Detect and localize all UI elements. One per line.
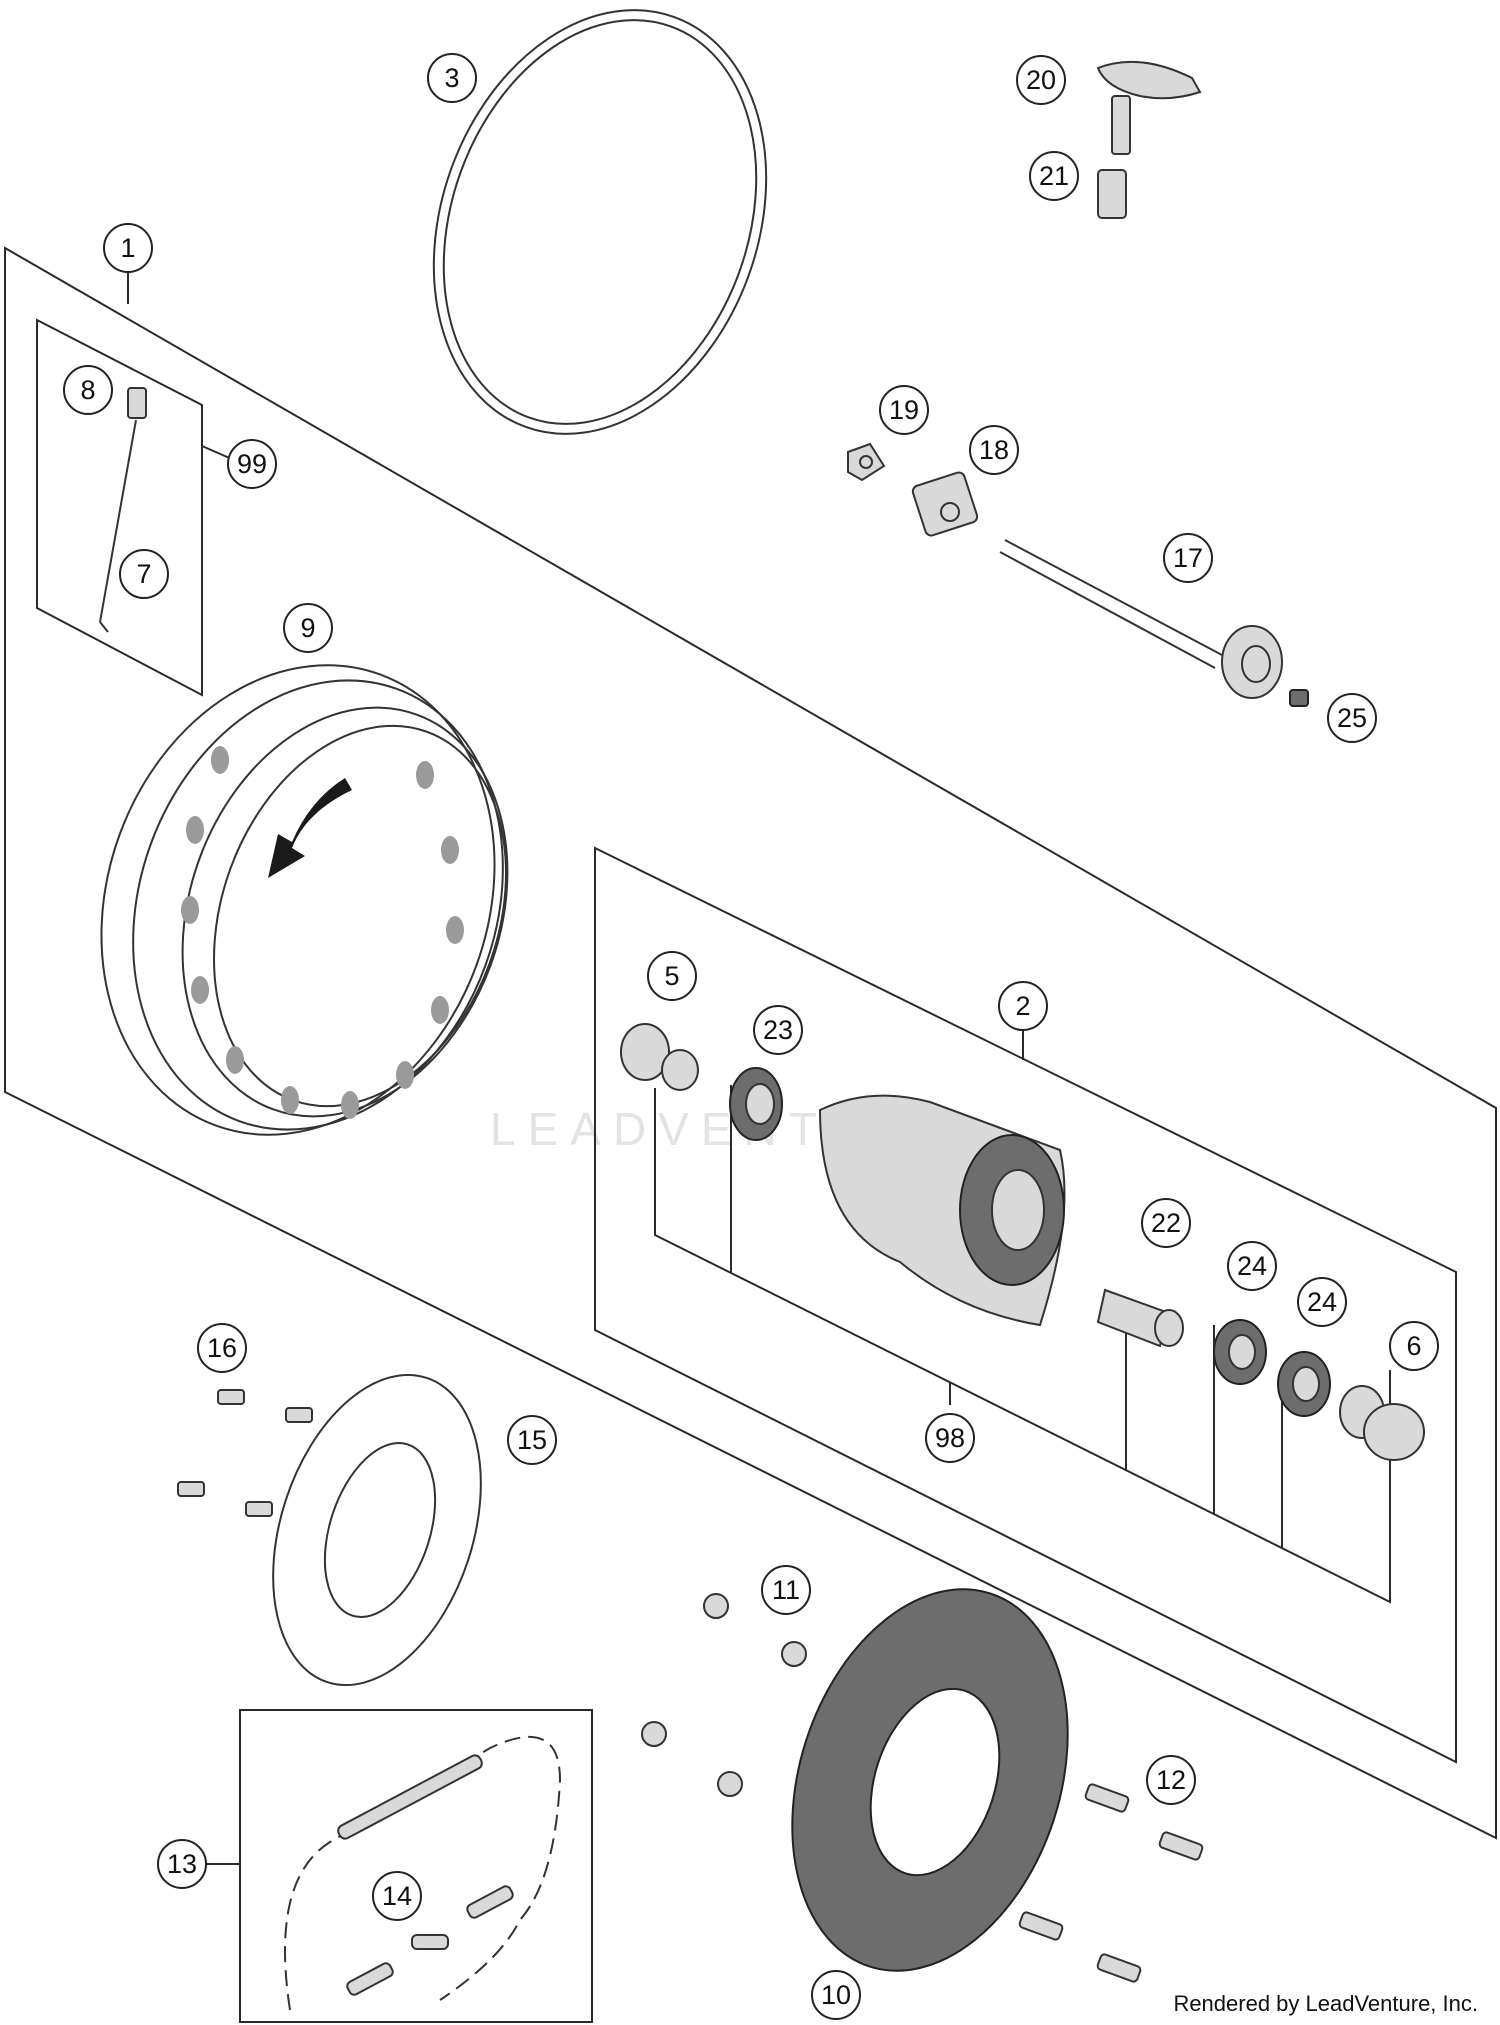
svg-text:3: 3 xyxy=(444,63,459,93)
svg-text:24: 24 xyxy=(1237,1251,1267,1281)
callout-7: 7 xyxy=(119,549,169,599)
svg-text:2: 2 xyxy=(1015,991,1030,1021)
svg-text:6: 6 xyxy=(1406,1331,1421,1361)
axle-parts xyxy=(847,442,1309,707)
callout-18: 18 xyxy=(969,425,1019,475)
callout-12: 12 xyxy=(1146,1755,1196,1805)
brake-disc xyxy=(177,1373,482,1687)
svg-text:25: 25 xyxy=(1337,703,1367,733)
svg-text:98: 98 xyxy=(935,1423,965,1453)
callout-10: 10 xyxy=(811,1970,861,2020)
svg-text:19: 19 xyxy=(889,395,919,425)
callout-2: 2 xyxy=(998,981,1048,1031)
rendered-by-credit: Rendered by LeadVenture, Inc. xyxy=(1173,1991,1478,2017)
rim-spoke-holes xyxy=(181,746,464,1119)
svg-text:16: 16 xyxy=(207,1333,237,1363)
callout-3: 3 xyxy=(427,53,477,103)
callout-11: 11 xyxy=(761,1565,811,1615)
svg-text:12: 12 xyxy=(1156,1765,1186,1795)
callout-8: 8 xyxy=(63,365,113,415)
svg-text:9: 9 xyxy=(300,613,315,643)
svg-text:15: 15 xyxy=(517,1425,547,1455)
hub-parts xyxy=(620,1023,1425,1461)
svg-text:24: 24 xyxy=(1307,1287,1337,1317)
callout-20: 20 xyxy=(1016,55,1066,105)
hub-assembly-frame xyxy=(594,846,1457,1764)
callout-14: 14 xyxy=(372,1871,422,1921)
callout-17: 17 xyxy=(1163,533,1213,583)
leader-lines xyxy=(127,268,1391,1865)
rim xyxy=(100,664,509,1136)
svg-text:7: 7 xyxy=(136,559,151,589)
valve-cap-and-valve xyxy=(1096,60,1202,219)
callout-21: 21 xyxy=(1029,151,1079,201)
callout-5: 5 xyxy=(647,951,697,1001)
wheel-assembly-frame xyxy=(4,246,1497,1840)
callout-99: 99 xyxy=(227,439,277,489)
svg-text:17: 17 xyxy=(1173,543,1203,573)
svg-text:20: 20 xyxy=(1026,65,1056,95)
sprocket xyxy=(641,1588,1204,1983)
svg-text:1: 1 xyxy=(120,233,135,263)
callout-1: 1 xyxy=(103,223,153,273)
callout-98: 98 xyxy=(925,1413,975,1463)
callout-9: 9 xyxy=(283,603,333,653)
callout-19: 19 xyxy=(879,385,929,435)
svg-text:21: 21 xyxy=(1039,161,1069,191)
svg-text:18: 18 xyxy=(979,435,1009,465)
callout-6: 6 xyxy=(1389,1321,1439,1371)
callout-22: 22 xyxy=(1141,1198,1191,1248)
svg-text:13: 13 xyxy=(167,1849,197,1879)
svg-text:22: 22 xyxy=(1151,1208,1181,1238)
svg-text:14: 14 xyxy=(382,1881,412,1911)
svg-text:23: 23 xyxy=(763,1015,793,1045)
svg-text:5: 5 xyxy=(664,961,679,991)
callout-25: 25 xyxy=(1327,693,1377,743)
svg-text:99: 99 xyxy=(237,449,267,479)
svg-text:11: 11 xyxy=(772,1575,800,1605)
callout-24: 24 xyxy=(1227,1241,1277,1291)
svg-text:10: 10 xyxy=(821,1980,851,2010)
tire-band xyxy=(432,9,768,435)
chain-kit-frame xyxy=(239,1709,593,2023)
callout-16: 16 xyxy=(197,1323,247,1373)
spoke-kit-frame xyxy=(36,318,203,697)
callout-15: 15 xyxy=(507,1415,557,1465)
callout-24-second: 24 xyxy=(1297,1277,1347,1327)
callout-23: 23 xyxy=(753,1005,803,1055)
callout-13: 13 xyxy=(157,1839,207,1889)
chain xyxy=(284,1735,562,2011)
rotation-arrow-icon xyxy=(268,778,352,878)
svg-text:8: 8 xyxy=(80,375,95,405)
spoke-and-nipple xyxy=(99,387,147,633)
